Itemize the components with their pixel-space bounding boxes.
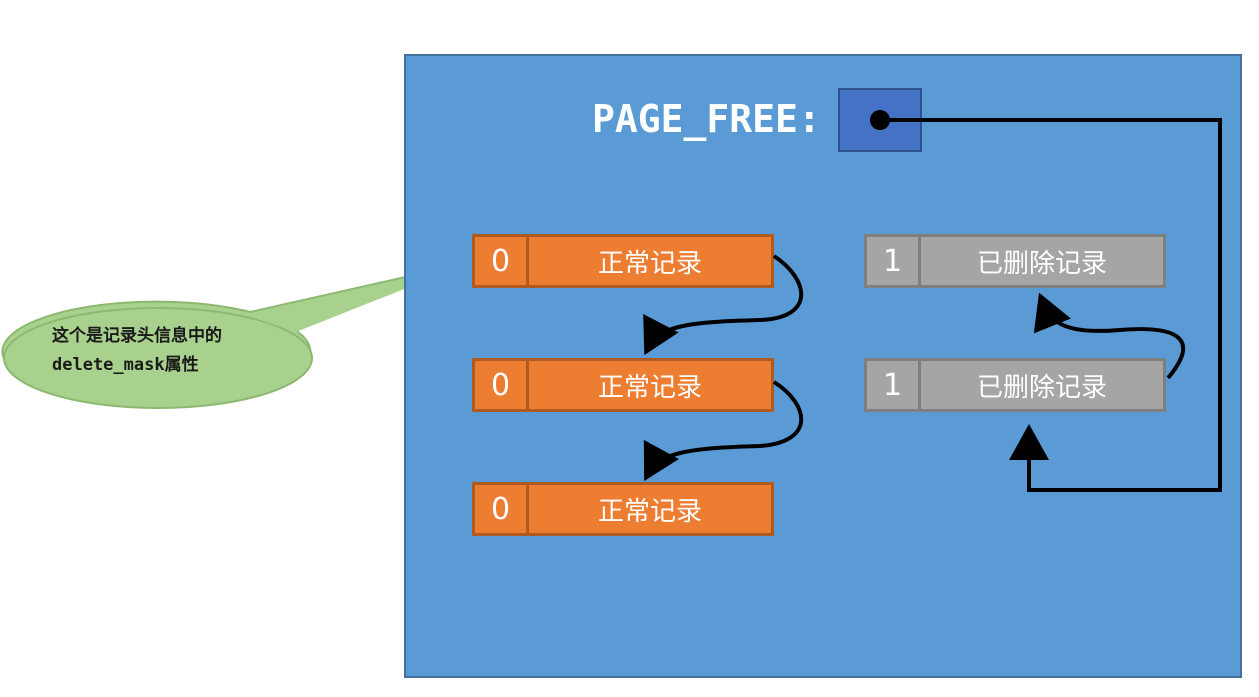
normal-record: 0 正常记录 <box>472 358 774 412</box>
page-free-label: PAGE_FREE: <box>592 97 821 141</box>
deleted-next-arrow <box>1033 292 1186 380</box>
record-label: 正常记录 <box>597 248 702 279</box>
record-label: 已删除记录 <box>976 372 1107 403</box>
page-free-arrow <box>880 118 1222 492</box>
record-label: 正常记录 <box>597 496 702 527</box>
callout-line-1: 这个是记录头信息中的 <box>52 326 222 346</box>
normal-next-arrow <box>643 380 804 482</box>
delete-mask-cell: 1 <box>867 237 921 285</box>
callout-text: 这个是记录头信息中的 delete_mask属性 <box>52 322 302 380</box>
delete-mask-cell: 1 <box>867 361 921 409</box>
record-label: 已删除记录 <box>976 248 1107 279</box>
deleted-record: 1 已删除记录 <box>864 234 1166 288</box>
delete-mask-cell: 0 <box>475 237 529 285</box>
deleted-record: 1 已删除记录 <box>864 358 1166 412</box>
normal-record: 0 正常记录 <box>472 482 774 536</box>
normal-next-arrow <box>643 254 804 356</box>
record-label: 正常记录 <box>597 372 702 403</box>
delete-mask-cell: 0 <box>475 361 529 409</box>
normal-record: 0 正常记录 <box>472 234 774 288</box>
callout-line-2: delete_mask属性 <box>52 355 199 375</box>
delete-mask-cell: 0 <box>475 485 529 533</box>
